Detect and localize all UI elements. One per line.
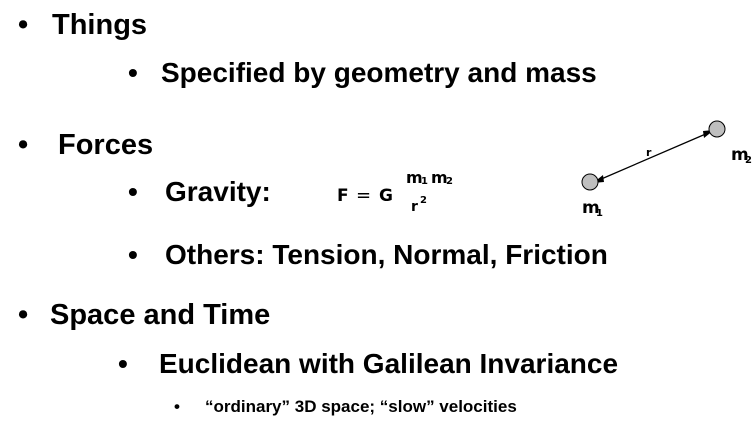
equation-force: F: [337, 186, 349, 206]
bullet-gravity: •: [128, 176, 138, 207]
bullet-forces: •: [18, 129, 29, 161]
text-other-forces: Others: Tension, Normal, Friction: [165, 239, 608, 270]
bullet-geometry-mass: •: [128, 57, 138, 88]
mass-two-circle: [708, 120, 726, 138]
equation-mass-one-subscript: 1: [421, 176, 428, 187]
text-ordinary-space: “ordinary” 3D space; “slow” velocities: [205, 397, 517, 416]
diagram-mass-one-subscript: 1: [596, 208, 603, 219]
text-euclidean: Euclidean with Galilean Invariance: [159, 348, 619, 379]
diagram-mass-two-label: m: [731, 145, 749, 165]
equation-constant: G: [379, 186, 393, 206]
distance-arrow: [598, 132, 709, 181]
bullet-euclidean: •: [118, 348, 128, 379]
text-geometry-mass: Specified by geometry and mass: [161, 57, 597, 88]
bullet-space-time: •: [18, 299, 29, 331]
diagram-distance-label: r: [646, 146, 652, 159]
heading-things: Things: [52, 9, 148, 41]
text-gravity: Gravity:: [165, 176, 271, 207]
equation-mass-two-subscript: 2: [446, 176, 453, 187]
equation-equals: =: [356, 185, 372, 206]
bullet-things: •: [18, 9, 29, 41]
diagram-mass-one-label: m: [582, 198, 600, 218]
equation-mass-two: m: [431, 168, 448, 187]
diagram-mass-two-subscript: 2: [745, 155, 752, 166]
equation-mass-one: m: [406, 168, 423, 187]
bullet-other-forces: •: [128, 239, 138, 270]
heading-forces: Forces: [58, 129, 154, 161]
bullet-ordinary-space: •: [174, 397, 180, 416]
equation-distance: r: [411, 199, 418, 215]
mass-one-circle: [581, 173, 599, 191]
two-mass-diagram: r m 1 m 2: [581, 120, 752, 219]
equation-distance-exponent: 2: [420, 195, 427, 206]
heading-space-time: Space and Time: [50, 299, 271, 331]
